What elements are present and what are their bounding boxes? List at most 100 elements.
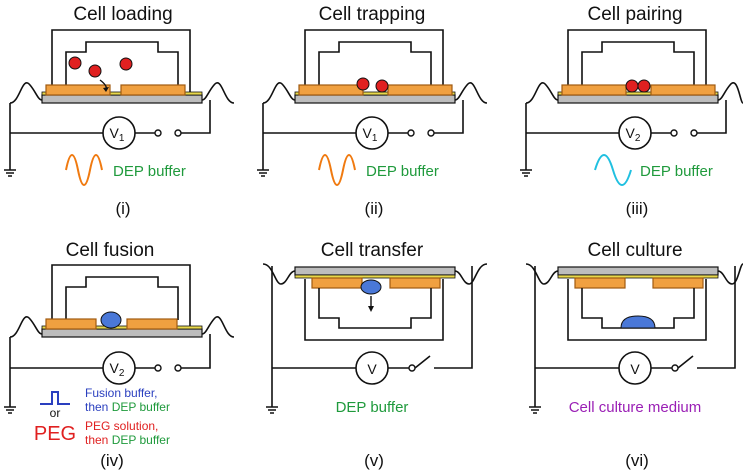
electrode-left xyxy=(561,84,627,96)
terminal-icon xyxy=(174,364,182,372)
panel-title: Cell culture xyxy=(587,240,682,261)
terminal-icon xyxy=(408,364,416,372)
panel-cell-culture: Cell culture V Cell culture medium (vi) xyxy=(525,240,744,470)
voltage-label: V xyxy=(367,361,377,377)
voltage-source-icon xyxy=(618,351,652,385)
wire-right xyxy=(454,263,488,285)
panel-title: Cell fusion xyxy=(66,240,155,261)
ground-icon xyxy=(520,169,532,177)
buffer-label: DEP buffer xyxy=(113,163,186,180)
electrode-right xyxy=(389,277,441,289)
ground-icon xyxy=(4,169,16,177)
ground-icon xyxy=(529,406,541,414)
cell-red xyxy=(637,79,651,93)
wire-left xyxy=(262,82,296,104)
chamber-outline xyxy=(567,279,707,341)
switch-icon xyxy=(677,355,694,369)
voltage-source-icon xyxy=(355,351,389,385)
panel-roman: (v) xyxy=(364,451,384,470)
electrode-left xyxy=(45,318,97,330)
voltage-label: V2 xyxy=(626,125,641,144)
panel-cell-pairing: Cell pairing V2 DEP buffer (iii) xyxy=(520,4,744,218)
electrode-left xyxy=(574,277,626,289)
panel-title: Cell loading xyxy=(73,4,172,25)
buffer-label: DEP buffer xyxy=(366,163,439,180)
chamber-outline xyxy=(567,29,707,97)
electrode-layer xyxy=(294,274,456,279)
cell-red xyxy=(119,57,133,71)
voltage-source-icon xyxy=(102,116,136,150)
panel-roman: (iii) xyxy=(626,199,649,218)
panel-roman: (vi) xyxy=(625,451,649,470)
arrow-head-icon xyxy=(103,87,109,92)
electrode-layer xyxy=(41,325,203,330)
panel-roman: (ii) xyxy=(365,199,384,218)
wire-left xyxy=(9,82,43,104)
terminal-icon xyxy=(670,129,678,137)
panel-title: Cell transfer xyxy=(321,240,424,261)
circuit-wire xyxy=(526,100,727,134)
voltage-label: V1 xyxy=(110,125,125,144)
chamber-outline xyxy=(304,279,444,341)
microwell xyxy=(318,288,432,329)
terminal-icon xyxy=(690,129,698,137)
substrate xyxy=(294,94,456,104)
wire-left xyxy=(9,316,43,338)
fused-cell xyxy=(360,279,382,295)
sine-wave-icon xyxy=(65,154,103,186)
wire-left xyxy=(525,82,559,104)
wire-right xyxy=(717,82,744,104)
panel-cell-loading: Cell loading V1 DEP buffer (i) xyxy=(4,4,235,218)
wire-right xyxy=(454,82,488,104)
electrode-left xyxy=(311,277,363,289)
wire-left xyxy=(262,263,296,285)
substrate xyxy=(294,266,456,276)
electrode-left xyxy=(45,84,111,96)
substrate xyxy=(557,94,719,104)
cell-red xyxy=(625,79,639,93)
electrode-right xyxy=(387,84,453,96)
pulse-icon xyxy=(40,391,70,405)
panel-title: Cell trapping xyxy=(319,4,426,25)
panel-roman: (i) xyxy=(115,199,130,218)
ground-icon xyxy=(257,169,269,177)
chamber-outline xyxy=(304,29,444,97)
voltage-label: V2 xyxy=(110,360,125,379)
buffer-label: DEP buffer xyxy=(640,163,713,180)
circuit-wire xyxy=(263,100,464,134)
microwell xyxy=(65,276,179,320)
circuit-wire xyxy=(10,334,211,369)
substrate xyxy=(557,266,719,276)
sine-wave-icon xyxy=(318,154,356,186)
circuit-wire xyxy=(272,266,473,369)
peg-label: PEG xyxy=(34,423,76,445)
terminal-icon xyxy=(427,129,435,137)
electrode-right xyxy=(120,84,186,96)
fusion-buffer-line2: then DEP buffer xyxy=(85,400,170,414)
electrode-right xyxy=(652,277,704,289)
panel-roman: (iv) xyxy=(100,451,124,470)
switch-icon xyxy=(414,355,431,369)
panel-title: Cell pairing xyxy=(587,4,682,25)
fusion-buffer-line1: Fusion buffer, xyxy=(85,386,158,400)
panel-cell-trapping: Cell trapping V1 DEP buffer (ii) xyxy=(257,4,488,218)
peg-solution-line2: then DEP buffer xyxy=(85,433,170,447)
electrode-left xyxy=(298,84,364,96)
cultured-cell xyxy=(620,315,656,329)
fused-cell xyxy=(100,311,122,329)
terminal-icon xyxy=(407,129,415,137)
circuit-wire xyxy=(535,266,736,369)
electrode-layer xyxy=(557,274,719,279)
voltage-label: V1 xyxy=(363,125,378,144)
terminal-icon xyxy=(671,364,679,372)
wire-right xyxy=(201,316,235,338)
voltage-source-icon xyxy=(355,116,389,150)
electrode-layer xyxy=(557,91,719,96)
ground-icon xyxy=(266,406,278,414)
voltage-label: V xyxy=(630,361,640,377)
arrow-head-icon xyxy=(368,306,374,312)
chamber-outline xyxy=(51,264,191,331)
electrode-right xyxy=(126,318,178,330)
microwell xyxy=(318,41,432,86)
